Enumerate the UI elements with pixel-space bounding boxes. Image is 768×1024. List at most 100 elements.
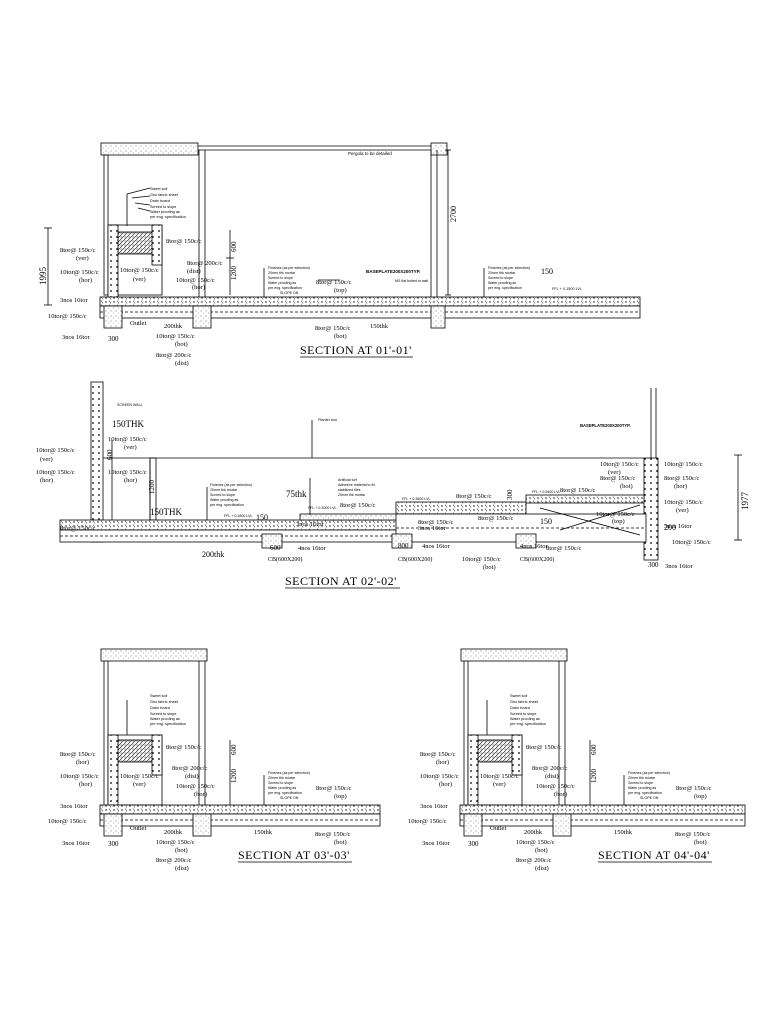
svg-text:8tor@ 150c/c: 8tor@ 150c/c xyxy=(316,785,352,792)
svg-text:Adhesive material to fix: Adhesive material to fix xyxy=(338,483,375,487)
svg-text:200thk: 200thk xyxy=(164,323,183,330)
dim-600: 600 xyxy=(230,241,238,252)
svg-text:20mm thk mortar: 20mm thk mortar xyxy=(268,776,296,780)
svg-text:8tor@ 150c/c: 8tor@ 150c/c xyxy=(315,831,351,838)
svg-text:Sweet soil: Sweet soil xyxy=(150,694,167,698)
svg-text:(bot): (bot) xyxy=(694,839,707,846)
svg-text:10tor@ 150c/c: 10tor@ 150c/c xyxy=(48,313,87,320)
svg-text:8tor@ 150c/c: 8tor@ 150c/c xyxy=(60,525,96,532)
rebar-labels-02: 150THK 150THK 75thk 200thk 10tor@ 150c/c… xyxy=(36,419,750,571)
planter-box-label: Planter box xyxy=(318,418,337,422)
section-04-labels: Sweet soil Geo fabric sheet Drain board … xyxy=(408,694,712,872)
svg-text:(ver): (ver) xyxy=(124,444,137,451)
svg-text:Drain board: Drain board xyxy=(510,706,530,710)
svg-text:3nos 16tor: 3nos 16tor xyxy=(665,563,693,570)
svg-text:Screed to slope: Screed to slope xyxy=(488,276,513,280)
screen-wall-label: SCREEN WALL xyxy=(117,403,143,407)
ffl-b: FFL + 0.3000 LVL xyxy=(308,506,336,510)
svg-text:Drain board: Drain board xyxy=(150,199,170,203)
svg-text:3nos 16tor: 3nos 16tor xyxy=(296,521,324,528)
svg-text:8tor@ 150c/c: 8tor@ 150c/c xyxy=(546,545,582,552)
svg-text:150thk: 150thk xyxy=(254,829,273,836)
svg-text:600: 600 xyxy=(590,744,598,755)
svg-text:150THK: 150THK xyxy=(150,507,182,517)
svg-text:8tor@ 200c/c: 8tor@ 200c/c xyxy=(532,765,568,772)
planter-soil xyxy=(117,231,157,255)
svg-text:(hor): (hor) xyxy=(674,483,687,490)
svg-text:4nos 16tor: 4nos 16tor xyxy=(422,543,450,550)
svg-text:(hor): (hor) xyxy=(436,759,449,766)
svg-text:(bot): (bot) xyxy=(175,847,188,854)
pergola-note: Pergola to be detailed xyxy=(348,151,392,156)
svg-text:10tor@ 150c/c: 10tor@ 150c/c xyxy=(420,773,459,780)
svg-text:(hor): (hor) xyxy=(194,791,207,798)
svg-text:150thk: 150thk xyxy=(370,323,389,330)
svg-text:(bot): (bot) xyxy=(334,333,347,340)
svg-text:(bot): (bot) xyxy=(483,564,496,571)
svg-text:3nos 16tor: 3nos 16tor xyxy=(420,803,448,810)
svg-text:8tor@ 200c/c: 8tor@ 200c/c xyxy=(516,857,552,864)
svg-text:800: 800 xyxy=(398,542,409,550)
svg-text:CB(600X200): CB(600X200) xyxy=(520,556,554,563)
svg-text:10tor@ 150c/c: 10tor@ 150c/c xyxy=(672,539,711,546)
svg-text:1977: 1977 xyxy=(740,492,750,511)
svg-text:20mm thk mortar: 20mm thk mortar xyxy=(210,488,238,492)
svg-text:(dist): (dist) xyxy=(175,865,189,872)
svg-text:Geo fabric sheet: Geo fabric sheet xyxy=(150,700,179,704)
finish-layers-02: Finishes (as per selection) 20mm thk mor… xyxy=(210,483,252,507)
svg-text:(dist): (dist) xyxy=(187,268,201,275)
svg-text:Outlet: Outlet xyxy=(130,825,146,832)
svg-text:150THK: 150THK xyxy=(112,419,144,429)
svg-text:20mm thk mortar: 20mm thk mortar xyxy=(268,271,296,275)
svg-text:3nos 16tor: 3nos 16tor xyxy=(62,334,90,341)
dim-150: 150 xyxy=(541,267,553,276)
svg-text:Water proofing as: Water proofing as xyxy=(150,210,180,214)
svg-text:(dist): (dist) xyxy=(545,773,559,780)
svg-text:10tor@ 150c/c: 10tor@ 150c/c xyxy=(48,818,87,825)
svg-text:3nos 16tor: 3nos 16tor xyxy=(664,523,692,530)
svg-text:(bot): (bot) xyxy=(620,483,633,490)
svg-text:8tor@ 200c/c: 8tor@ 200c/c xyxy=(172,765,208,772)
svg-text:150: 150 xyxy=(256,513,268,522)
section-04-title: SECTION AT 04'-04' xyxy=(598,848,710,862)
svg-text:Finishes (as per selection): Finishes (as per selection) xyxy=(488,266,530,270)
svg-text:(dist): (dist) xyxy=(535,865,549,872)
svg-text:(hor): (hor) xyxy=(554,791,567,798)
svg-text:10tor@ 150c/c: 10tor@ 150c/c xyxy=(60,269,99,276)
svg-text:(top): (top) xyxy=(694,793,707,800)
svg-text:10tor@ 150c/c: 10tor@ 150c/c xyxy=(120,773,159,780)
svg-text:per eng. specification: per eng. specification xyxy=(150,215,186,219)
svg-text:(hor): (hor) xyxy=(79,781,92,788)
planter-layers: Sweet soil Geo fabric sheet Drain board … xyxy=(150,187,186,219)
svg-text:per eng. specification: per eng. specification xyxy=(510,722,546,726)
svg-text:150: 150 xyxy=(540,517,552,526)
svg-text:per eng. specification: per eng. specification xyxy=(210,503,244,507)
svg-text:CB(600X200): CB(600X200) xyxy=(398,556,432,563)
svg-text:Finishes (as per selection): Finishes (as per selection) xyxy=(210,483,252,487)
svg-text:(ver): (ver) xyxy=(608,469,621,476)
svg-text:Finishes (as per selection): Finishes (as per selection) xyxy=(268,266,310,270)
svg-text:8tor@ 150c/c: 8tor@ 150c/c xyxy=(418,519,454,526)
svg-text:(ver): (ver) xyxy=(133,781,146,788)
baseplate-note: BASEPLATE200X200TYP. xyxy=(366,269,420,274)
svg-text:20mm thk mortar: 20mm thk mortar xyxy=(338,493,366,497)
svg-text:10tor@ 150c/c: 10tor@ 150c/c xyxy=(664,461,703,468)
svg-text:1200: 1200 xyxy=(148,480,156,495)
svg-text:Water proofing as: Water proofing as xyxy=(268,281,296,285)
svg-text:8tor@ 150c/c: 8tor@ 150c/c xyxy=(316,279,352,286)
rebar-labels-01: 8tor@ 150c/c (ver) 8tor@ 150c/c 10tor@ 1… xyxy=(48,238,389,367)
svg-text:10tor@ 150c/c: 10tor@ 150c/c xyxy=(108,469,147,476)
svg-text:(top): (top) xyxy=(334,793,347,800)
section-03 xyxy=(99,648,381,837)
svg-text:Outlet: Outlet xyxy=(490,825,506,832)
svg-text:8tor@ 150c/c: 8tor@ 150c/c xyxy=(420,751,456,758)
svg-text:8tor@ 200c/c: 8tor@ 200c/c xyxy=(156,352,192,359)
svg-text:20mm thk mortar: 20mm thk mortar xyxy=(488,271,516,275)
svg-text:10tor@ 150c/c: 10tor@ 150c/c xyxy=(516,839,555,846)
svg-text:(ver): (ver) xyxy=(493,781,506,788)
svg-text:(hor): (hor) xyxy=(192,284,205,291)
svg-text:600: 600 xyxy=(270,544,281,552)
svg-text:Geo fabric sheet: Geo fabric sheet xyxy=(510,700,539,704)
svg-text:10tor@ 150c/c: 10tor@ 150c/c xyxy=(596,511,635,518)
ffl-a: FFL + 0.1800 LVL xyxy=(224,514,252,518)
